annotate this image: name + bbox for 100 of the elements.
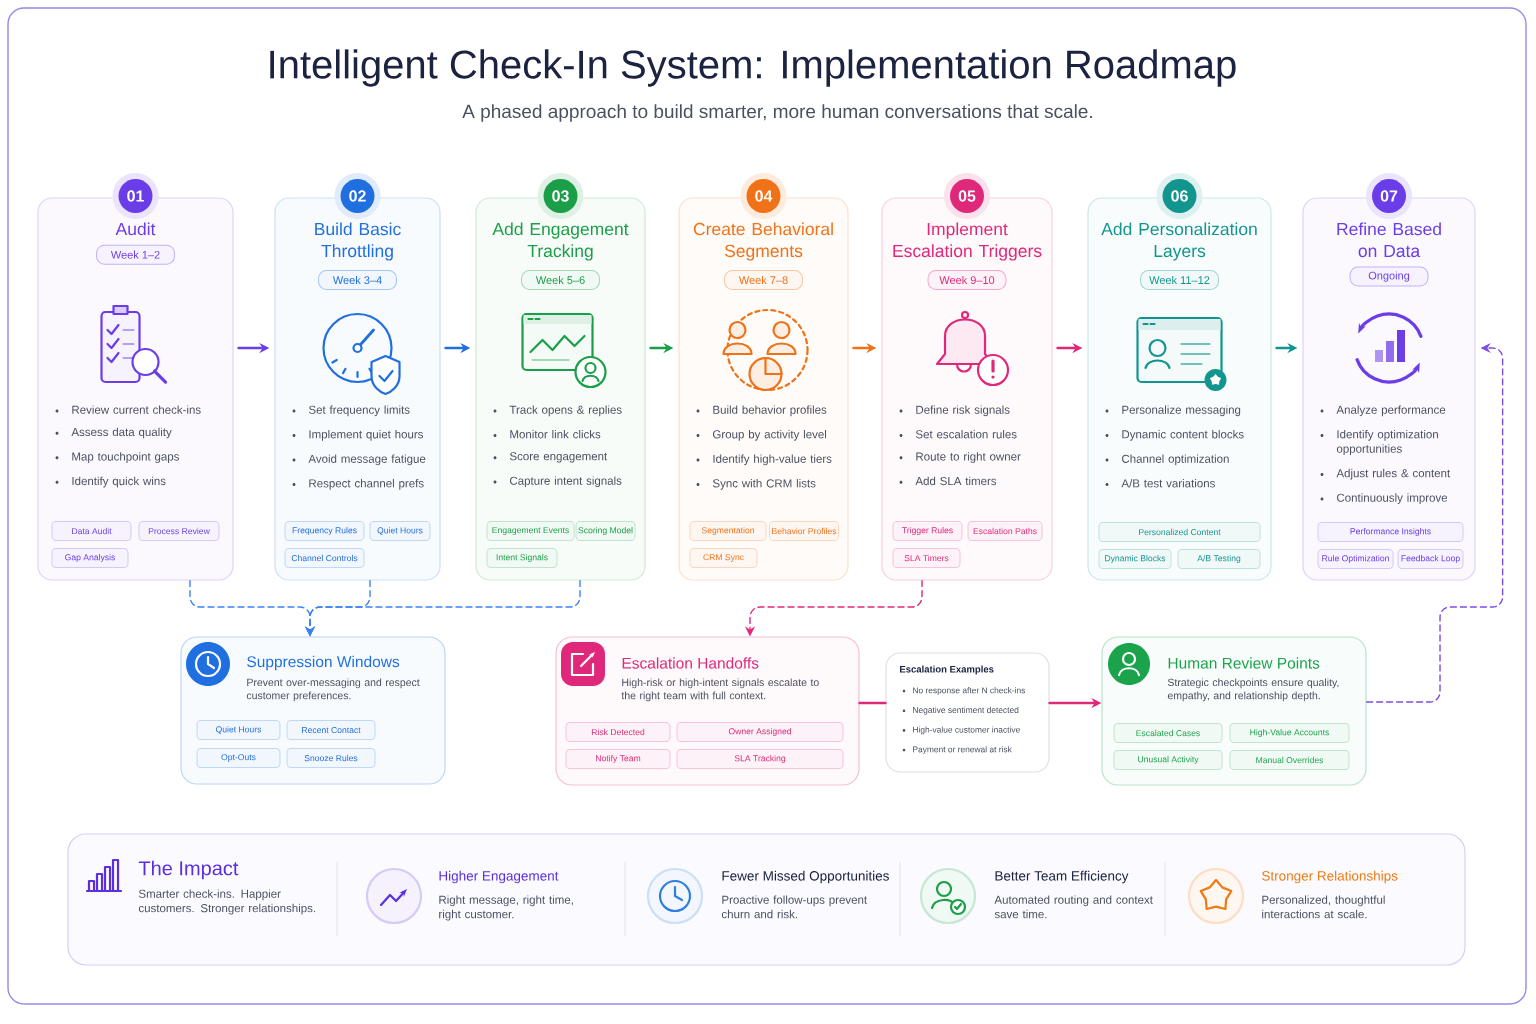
week-pill: Week 11–12 xyxy=(1140,270,1219,290)
examples-heading: Escalation Examples xyxy=(900,665,994,675)
tag-chip: Recent Contact xyxy=(286,720,376,740)
bullet-item: No response after N check-ins xyxy=(902,687,1026,695)
bullet-item: Monitor link clicks xyxy=(493,429,601,439)
bullet-item: Adjust rules & content xyxy=(1320,468,1451,480)
tag-chip: Quiet Hours xyxy=(196,720,281,740)
tag-chip: SLA Tracking xyxy=(676,749,844,769)
tag-chip: CRM Sync xyxy=(689,548,758,568)
feature-title: Suppression Windows xyxy=(247,655,400,671)
tag-chip: Manual Overrides xyxy=(1229,750,1350,770)
week-pill: Week 1–2 xyxy=(96,244,175,265)
bullet-item: Set frequency limits xyxy=(292,405,410,417)
step-number: 02 xyxy=(334,173,381,219)
step-number: 06 xyxy=(1156,173,1203,219)
bullet-item: Avoid message fatigue xyxy=(292,454,426,466)
bullet-item: Review current check-ins xyxy=(55,405,201,414)
bullet-item: Channel optimization xyxy=(1105,454,1229,466)
tag-chip: Feedback Loop xyxy=(1397,549,1464,569)
tag-chip: Snooze Rules xyxy=(286,748,376,768)
bullet-item: Add SLA timers xyxy=(899,476,997,486)
tag-chip: Risk Detected xyxy=(565,722,671,742)
impact-item-description: Personalized, thoughtful interactions at scale. xyxy=(1262,895,1385,919)
impact-item-heading: Fewer Missed Opportunities xyxy=(722,870,889,884)
tag-chip: Escalation Paths xyxy=(967,521,1043,541)
feature-description: High-risk or high-intent signals escalate to the right team with full context. xyxy=(621,678,819,702)
feature-description: Strategic checkpoints ensure quality, empathy, and relationship depth. xyxy=(1167,678,1339,702)
bullet-item: Continuously improve xyxy=(1320,493,1448,505)
impact-item-heading: Better Team Efficiency xyxy=(995,870,1129,884)
impact-item-description: Automated routing and context save time. xyxy=(994,895,1153,919)
step-number: 04 xyxy=(740,173,787,219)
tag-chip: Behavior Profiles xyxy=(769,521,839,541)
phase-title: Implement Escalation Triggers xyxy=(893,222,1042,261)
tag-chip: Engagement Events xyxy=(486,521,575,541)
phase-title: Refine Based on Data xyxy=(1337,222,1441,258)
bullet-item: Track opens & replies xyxy=(493,405,622,417)
feature-title: Human Review Points xyxy=(1168,657,1320,669)
week-pill: Week 9–10 xyxy=(927,270,1007,290)
tag-chip: Personalized Content xyxy=(1098,522,1261,542)
phase-title: Create Behavioral Segments xyxy=(693,222,833,261)
phase-title: Build Basic Throttling xyxy=(315,222,401,261)
step-number: 01 xyxy=(112,173,159,219)
phase-title: Add Engagement Tracking xyxy=(492,222,629,261)
tag-chip: Process Review xyxy=(138,521,220,541)
week-pill: Ongoing xyxy=(1349,266,1429,287)
bullet-item: Personalize messaging xyxy=(1105,405,1241,417)
tag-chip: Gap Analysis xyxy=(51,548,129,568)
tag-chip: Notify Team xyxy=(565,749,671,769)
tag-chip: Opt-Outs xyxy=(196,748,281,768)
tag-chip: Trigger Rules xyxy=(892,521,963,541)
week-pill: Week 5–6 xyxy=(521,270,600,290)
bullet-item: Dynamic content blocks xyxy=(1105,429,1244,441)
bullet-item: Capture intent signals xyxy=(493,476,622,488)
tag-chip: Dynamic Blocks xyxy=(1098,549,1172,569)
bullet-item: Respect channel prefs xyxy=(292,478,424,490)
impact-item-description: Proactive follow-ups prevent churn and risk. xyxy=(721,895,867,919)
tag-chip: Intent Signals xyxy=(486,548,558,568)
impact-heading: The Impact xyxy=(138,860,239,880)
bullet-item: Negative sentiment detected xyxy=(902,706,1019,715)
week-pill: Week 3–4 xyxy=(318,270,397,290)
step-number: 07 xyxy=(1366,173,1412,219)
bullet-item: Implement quiet hours xyxy=(292,429,423,441)
title: Intelligent Check-In System: Implementation Roadmap xyxy=(270,49,1236,87)
bullet-item: Set escalation rules xyxy=(899,429,1017,439)
feature-description: Prevent over-messaging and respect customer preferences. xyxy=(246,678,420,702)
tag-chip: A/B Testing xyxy=(1177,549,1261,569)
step-number: 03 xyxy=(537,173,584,219)
tag-chip: Performance Insights xyxy=(1317,522,1464,542)
impact-item-description: Right message, right time, right customer. xyxy=(439,895,573,921)
tag-chip: High-Value Accounts xyxy=(1229,723,1350,743)
impact-item-heading: Stronger Relationships xyxy=(1262,870,1398,884)
bullet-item: High-value customer inactive xyxy=(902,726,1020,735)
phase-title: Audit xyxy=(115,222,156,236)
bullet-item: Assess data quality xyxy=(55,427,172,439)
phase-title: Add Personalization Layers xyxy=(1101,222,1257,261)
bullet-item: Sync with CRM lists xyxy=(696,478,816,490)
tag-chip: Channel Controls xyxy=(284,548,365,568)
tag-chip: Quiet Hours xyxy=(369,521,431,541)
bullet-item: Score engagement xyxy=(493,452,608,463)
tag-chip: SLA Timers xyxy=(892,548,961,568)
impact-description: Smarter check-ins. Happier customers. Stronger relationships. xyxy=(138,889,315,915)
bullet-item: Analyze performance xyxy=(1320,405,1446,417)
tag-chip: Scoring Model xyxy=(575,521,636,541)
bullet-item: Build behavior profiles xyxy=(696,405,827,417)
subtitle: A phased approach to build smarter, more human conversations that scale. xyxy=(462,104,1092,122)
tag-chip: Segmentation xyxy=(689,521,767,541)
tag-chip: Frequency Rules xyxy=(284,521,365,541)
tag-chip: Unusual Activity xyxy=(1113,750,1223,770)
tag-chip: Escalated Cases xyxy=(1113,723,1223,743)
tag-chip: Rule Optimization xyxy=(1317,549,1394,569)
bullet-item: Route to right owner xyxy=(899,452,1021,463)
bullet-item: Payment or renewal at risk xyxy=(902,746,1012,755)
week-pill: Week 7–8 xyxy=(724,270,803,290)
bullet-item: A/B test variations xyxy=(1105,478,1215,488)
tag-chip: Data Audit xyxy=(51,521,132,541)
impact-item-heading: Higher Engagement xyxy=(439,870,559,884)
bullet-item: Define risk signals xyxy=(899,405,1010,417)
tag-chip: Owner Assigned xyxy=(676,722,844,742)
bullet-item: Identify high-value tiers xyxy=(696,454,832,466)
feature-title: Escalation Handoffs xyxy=(622,657,759,669)
